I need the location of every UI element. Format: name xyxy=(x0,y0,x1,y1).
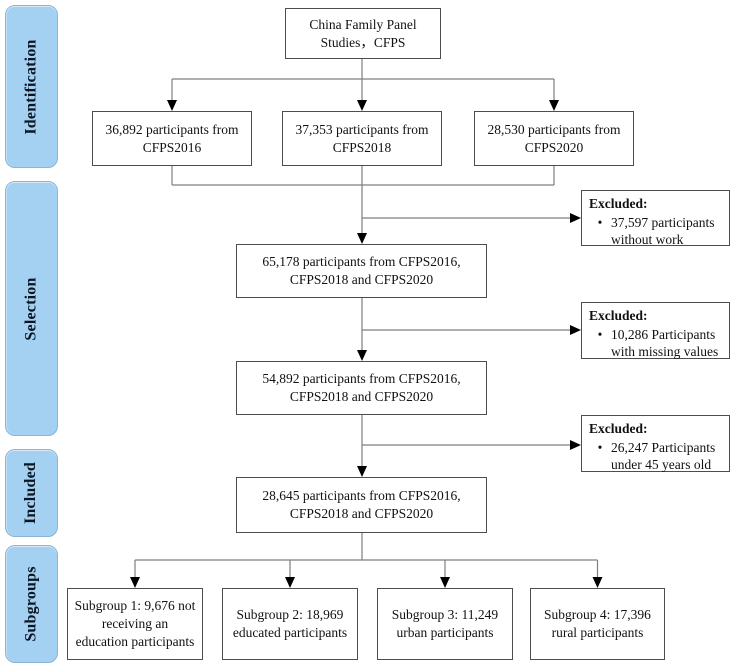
node-cfps-title: China Family Panel Studies，CFPS xyxy=(285,8,441,59)
excluded-title: Excluded: xyxy=(589,196,648,211)
stage-subgroups: Subgroups xyxy=(5,545,58,663)
stage-label: Included xyxy=(22,461,40,525)
bullet-icon: • xyxy=(597,326,603,342)
node-pooled-54892: 54,892 participants from CFPS2016, CFPS2… xyxy=(236,361,487,415)
node-text: 36,892 participants from CFPS2016 xyxy=(105,121,239,155)
node-text: 28,530 participants from CFPS2020 xyxy=(487,121,621,155)
node-pooled-65178: 65,178 participants from CFPS2016, CFPS2… xyxy=(236,244,487,298)
node-text: 54,892 participants from CFPS2016, CFPS2… xyxy=(262,371,461,404)
excluded-text: 37,597 participants without work xyxy=(611,214,715,248)
node-text: Subgroup 2: 18,969 educated participants xyxy=(232,607,348,640)
node-subgroup-3: Subgroup 3: 11,249 urban participants xyxy=(377,588,513,660)
stage-label: Identification xyxy=(22,38,40,135)
node-text: 65,178 participants from CFPS2016, CFPS2… xyxy=(262,254,461,287)
node-subgroup-4: Subgroup 4: 17,396 rural participants xyxy=(530,588,665,660)
node-excluded-missing-values: Excluded: • 10,286 Participants with mis… xyxy=(581,302,730,359)
node-text: 28,645 participants from CFPS2016, CFPS2… xyxy=(262,488,461,521)
node-pooled-28645: 28,645 participants from CFPS2016, CFPS2… xyxy=(236,477,487,533)
bullet-icon: • xyxy=(597,439,603,455)
node-text: Subgroup 4: 17,396 rural participants xyxy=(544,607,651,640)
node-excluded-under-45: Excluded: • 26,247 Participants under 45… xyxy=(581,415,730,472)
stage-selection: Selection xyxy=(5,181,58,436)
node-text: 37,353 participants from CFPS2018 xyxy=(295,121,429,155)
node-text: Subgroup 1: 9,676 not receiving an educa… xyxy=(74,598,196,649)
excluded-text: 10,286 Participants with missing values xyxy=(611,326,719,360)
node-text: Subgroup 3: 11,249 urban participants xyxy=(391,607,499,640)
node-cfps2018: 37,353 participants from CFPS2018 xyxy=(282,111,442,166)
stage-included: Included xyxy=(5,449,58,537)
node-excluded-no-work: Excluded: • 37,597 participants without … xyxy=(581,190,730,248)
excluded-text: 26,247 Participants under 45 years old xyxy=(611,439,716,473)
node-cfps2020: 28,530 participants from CFPS2020 xyxy=(474,111,634,166)
node-text: China Family Panel Studies，CFPS xyxy=(309,16,417,50)
bullet-icon: • xyxy=(597,214,603,230)
node-cfps2016: 36,892 participants from CFPS2016 xyxy=(92,111,252,166)
excluded-title: Excluded: xyxy=(589,308,648,323)
node-subgroup-2: Subgroup 2: 18,969 educated participants xyxy=(222,588,358,660)
node-subgroup-1: Subgroup 1: 9,676 not receiving an educa… xyxy=(67,588,203,660)
excluded-title: Excluded: xyxy=(589,421,648,436)
stage-label: Selection xyxy=(22,276,40,341)
arrowheads xyxy=(130,100,603,588)
stage-identification: Identification xyxy=(5,5,58,168)
stage-label: Subgroups xyxy=(22,566,40,642)
